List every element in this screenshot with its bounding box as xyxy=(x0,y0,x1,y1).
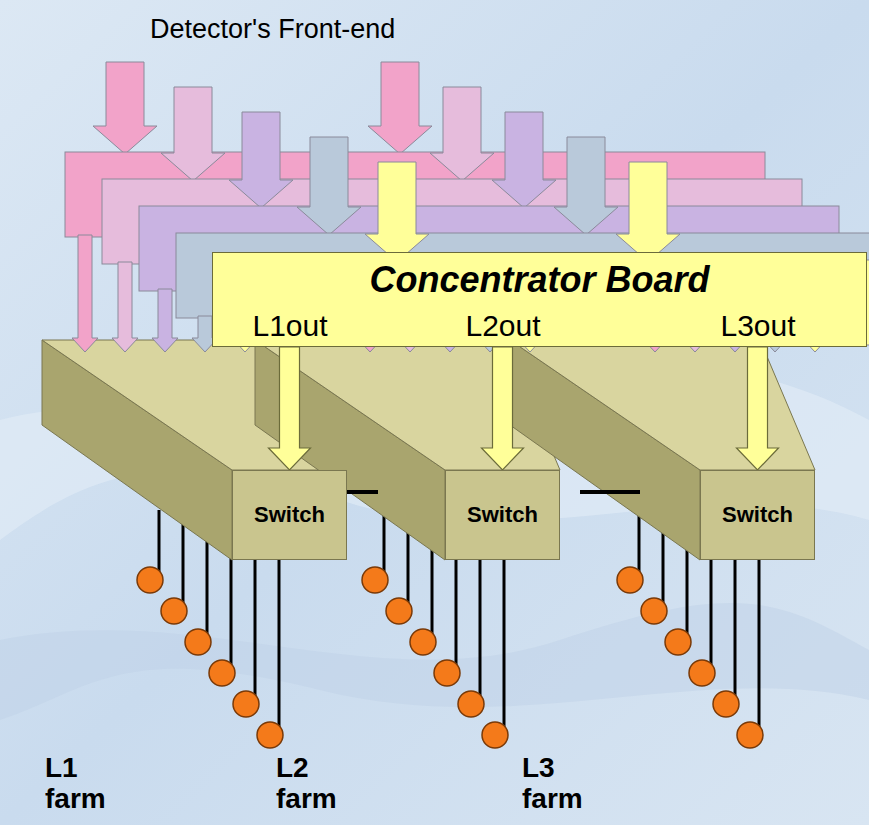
rails xyxy=(42,340,815,560)
farm-node xyxy=(257,722,283,748)
switch-label: Switch xyxy=(254,502,325,528)
switch-box: Switch xyxy=(700,470,815,560)
input-arrow xyxy=(368,62,432,154)
rail-top xyxy=(510,340,815,470)
farm-node xyxy=(362,567,388,593)
background-texture xyxy=(0,603,869,720)
drop-arrow xyxy=(112,262,138,352)
input-arrow xyxy=(492,112,556,208)
input-arrow xyxy=(554,137,618,235)
farm-node xyxy=(185,629,211,655)
output-arrow xyxy=(737,347,779,470)
switch-label: Switch xyxy=(722,502,793,528)
switch-link xyxy=(347,490,378,494)
farm-node xyxy=(458,691,484,717)
input-arrow xyxy=(161,87,225,181)
concentrator-board: Concentrator BoardL1out L2out L3out xyxy=(212,252,867,347)
output-label: L2out xyxy=(465,309,540,342)
farm-node xyxy=(713,691,739,717)
farm-node xyxy=(617,567,643,593)
board-title: Concentrator Board xyxy=(213,253,866,300)
farm-node xyxy=(410,629,436,655)
diagram-title: Detector's Front-end xyxy=(150,14,395,45)
data-band xyxy=(176,137,869,352)
output-label: L3out xyxy=(720,309,795,342)
farm-node xyxy=(482,722,508,748)
output-arrow xyxy=(269,347,311,470)
switch-label: Switch xyxy=(467,502,538,528)
input-arrow xyxy=(93,62,157,154)
farm-node xyxy=(386,598,412,624)
switch-box: Switch xyxy=(445,470,560,560)
farm-node xyxy=(434,660,460,686)
switch-link xyxy=(580,490,640,494)
drop-arrow xyxy=(72,235,98,352)
data-bands xyxy=(65,62,869,352)
farm-node xyxy=(689,660,715,686)
switch-box: Switch xyxy=(232,470,347,560)
data-band xyxy=(213,162,869,352)
output-arrow xyxy=(482,347,524,470)
farm-node xyxy=(209,660,235,686)
input-arrow xyxy=(616,162,680,262)
farm-node xyxy=(161,598,187,624)
farm-label: L3 farm xyxy=(522,752,614,815)
farm-label: L1 farm xyxy=(45,752,137,815)
input-arrow xyxy=(229,112,293,208)
drop-arrow xyxy=(152,289,178,352)
input-arrow xyxy=(365,162,429,262)
farm-node xyxy=(641,598,667,624)
input-arrow xyxy=(297,137,361,235)
input-arrow xyxy=(430,87,494,181)
farm-node xyxy=(737,722,763,748)
farm-node xyxy=(233,691,259,717)
output-label: L1out xyxy=(252,309,327,342)
farm-node xyxy=(665,629,691,655)
farm-node xyxy=(137,567,163,593)
farm-label: L2 farm xyxy=(276,752,368,815)
